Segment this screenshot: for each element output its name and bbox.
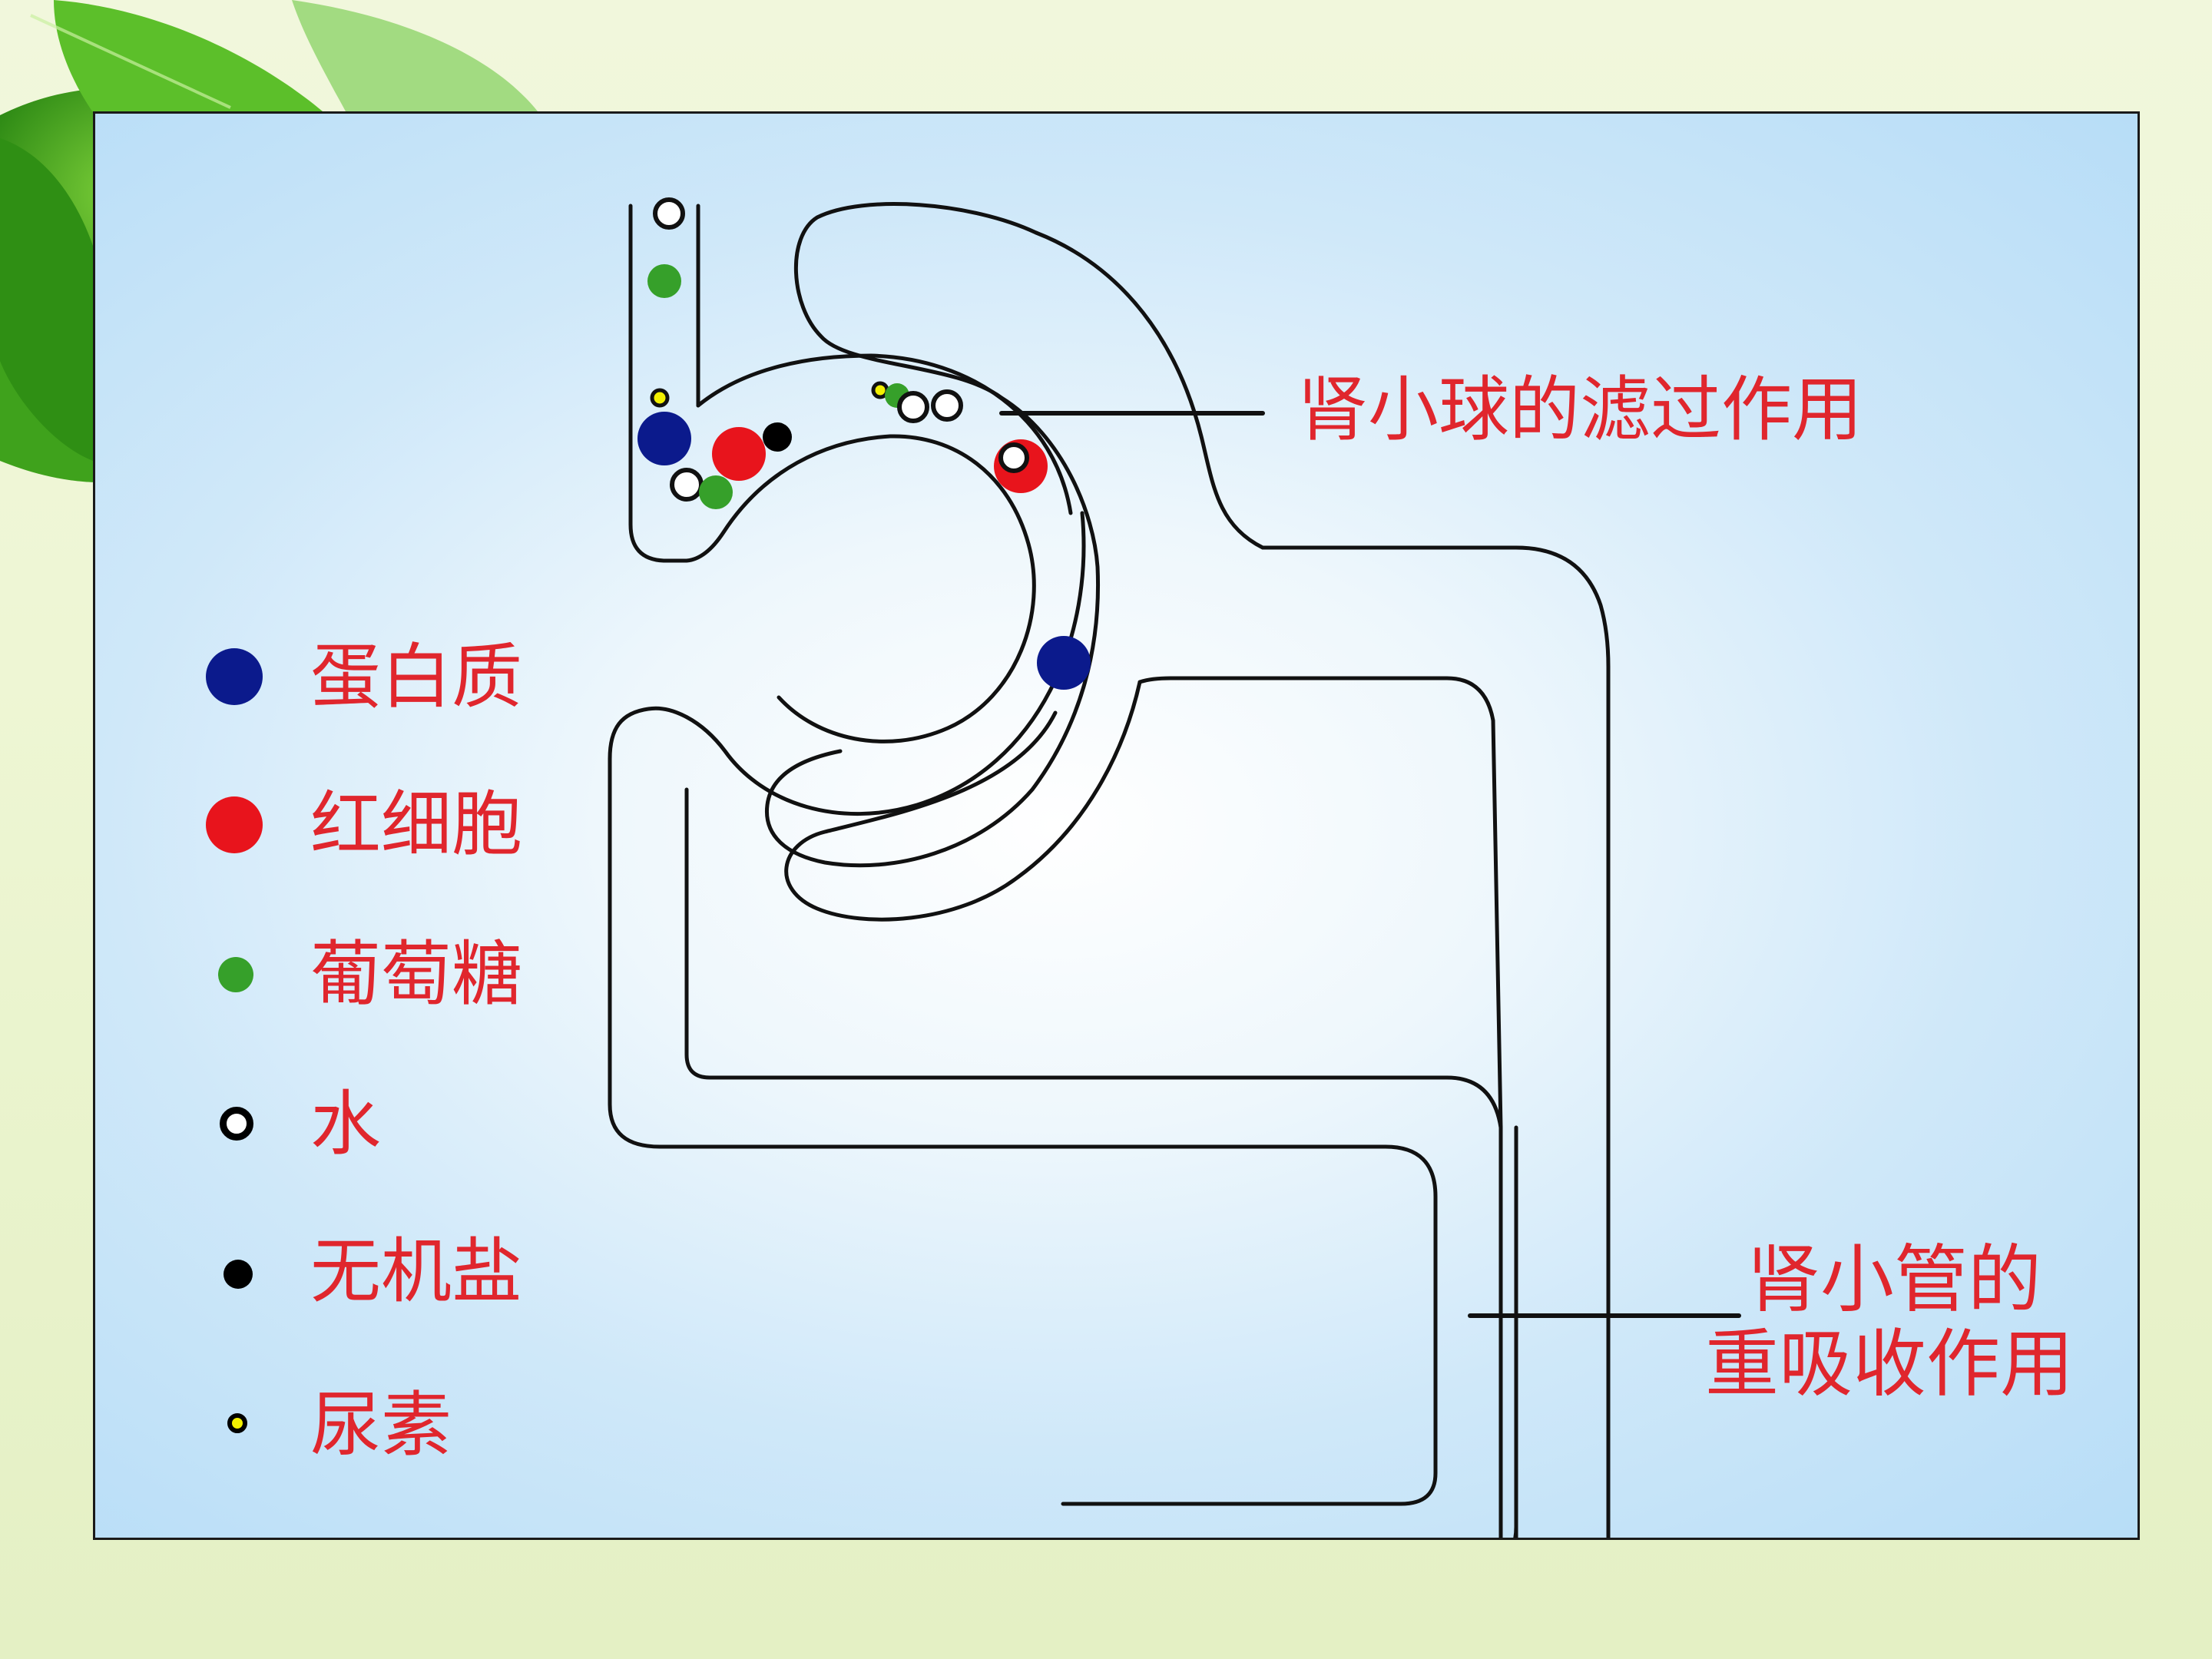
capsule-upper-lobe-outer (1034, 230, 1611, 1538)
glomerular-filtration-label: 肾小球的滤过作用 (1297, 369, 1863, 451)
urea-legend-dot (227, 1413, 247, 1433)
water-particle (670, 468, 704, 502)
tubule-collecting-outer (1513, 1525, 1518, 1538)
bowman-capsule-outer-wall (608, 511, 1086, 816)
legend-label-water: 水 (310, 1083, 382, 1165)
afferent-vessel-outer-wall (628, 204, 1036, 743)
salt-particle (763, 422, 792, 452)
efferent-loop-outer (696, 353, 1073, 515)
protein-particle (637, 412, 691, 465)
water-particle (998, 442, 1029, 473)
salt-legend-dot (224, 1260, 253, 1289)
legend-label-glucose: 葡萄糖 (310, 933, 523, 1015)
water-legend-dot (220, 1107, 253, 1141)
legend-label-urea: 尿素 (310, 1384, 452, 1466)
water-particle (931, 389, 963, 422)
capsule-upper-lobe (764, 202, 1101, 868)
tubular-reabsorption-label-line2: 重吸收作用 (1705, 1321, 2074, 1407)
glucose-legend-dot (218, 957, 253, 992)
protein-legend-dot (206, 648, 263, 705)
distal-tubule-top (1137, 676, 1503, 1130)
protein-particle (1037, 636, 1091, 690)
legend-label-red-blood-cell: 红细胞 (310, 783, 523, 866)
tubule-outer-loop (608, 757, 1438, 1506)
legend-label-protein: 蛋白质 (310, 636, 523, 718)
urea-particle (650, 388, 670, 408)
glucose-particle (699, 475, 733, 509)
tubule-inner-loop (684, 787, 1503, 1538)
legend-label-inorganic-salt: 无机盐 (310, 1230, 523, 1313)
distal-tubule-loop (784, 680, 1142, 922)
glucose-particle (647, 264, 681, 298)
nephron-diagram (608, 197, 1741, 1538)
particles (637, 197, 1091, 690)
diagram-panel: 蛋白质 红细胞 葡萄糖 水 无机盐 尿素 肾小球的滤过作用 肾小管的 重吸收作用 (93, 111, 2140, 1540)
rbc-particle (712, 427, 766, 481)
rbc-legend-dot (206, 796, 263, 853)
tubular-reabsorption-label-line1: 肾小管的 (1747, 1237, 2041, 1323)
water-particle (897, 391, 929, 423)
water-particle (653, 197, 685, 230)
